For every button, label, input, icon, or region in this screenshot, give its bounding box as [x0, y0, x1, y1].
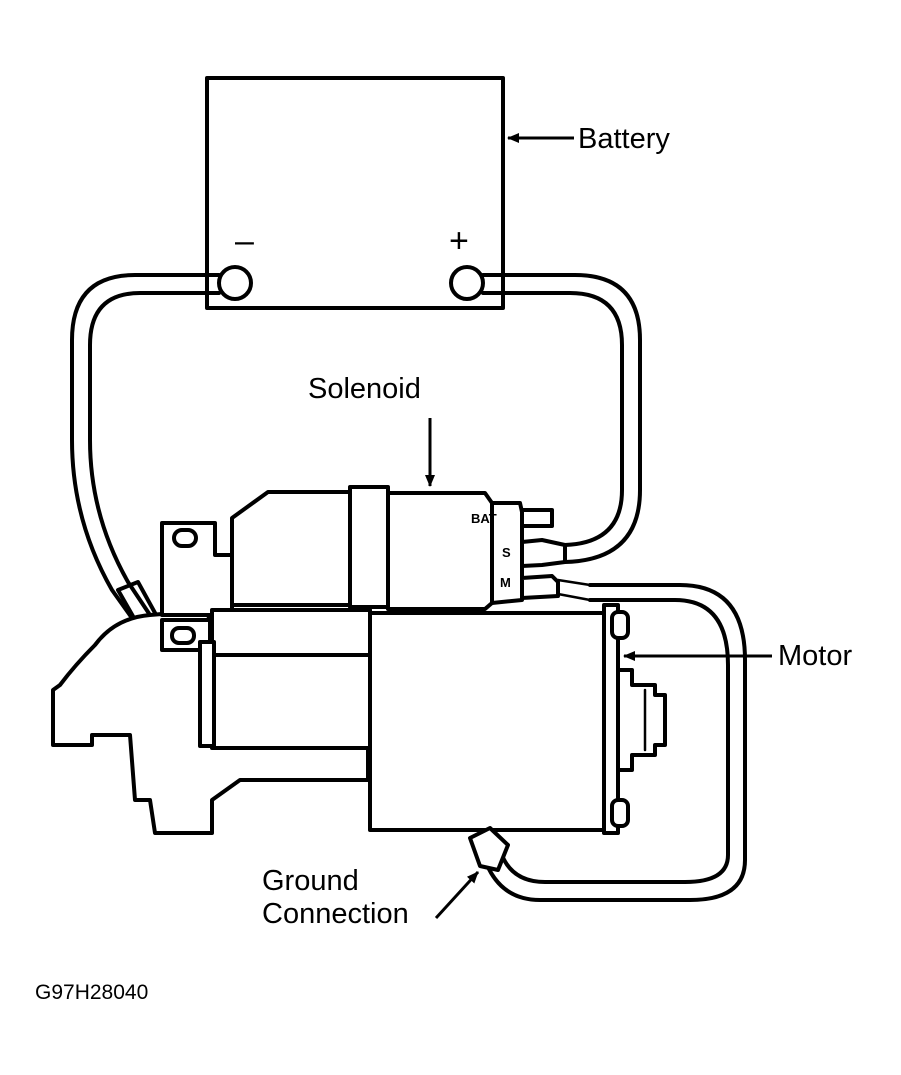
battery-negative-sign: – [235, 222, 254, 260]
terminal-bat-label: BAT [471, 511, 497, 526]
battery-positive-sign: + [449, 222, 469, 260]
motor-ground-cable [483, 583, 747, 902]
battery: – + [205, 76, 505, 310]
battery-positive-terminal [449, 265, 485, 301]
figure-code: G97H28040 [35, 981, 148, 1004]
solenoid-label: Solenoid [308, 373, 421, 405]
starter-motor-assembly [51, 485, 667, 872]
terminal-m-label: M [500, 575, 511, 590]
terminal-s-label: S [502, 545, 511, 560]
battery-label: Battery [578, 123, 670, 155]
ground-leader-arrow [434, 870, 480, 920]
motor-label: Motor [778, 640, 852, 672]
ground-label-line1: Ground [262, 865, 359, 897]
ground-label-line2: Connection [262, 898, 409, 930]
positive-cable [481, 273, 642, 564]
battery-negative-terminal [217, 265, 253, 301]
